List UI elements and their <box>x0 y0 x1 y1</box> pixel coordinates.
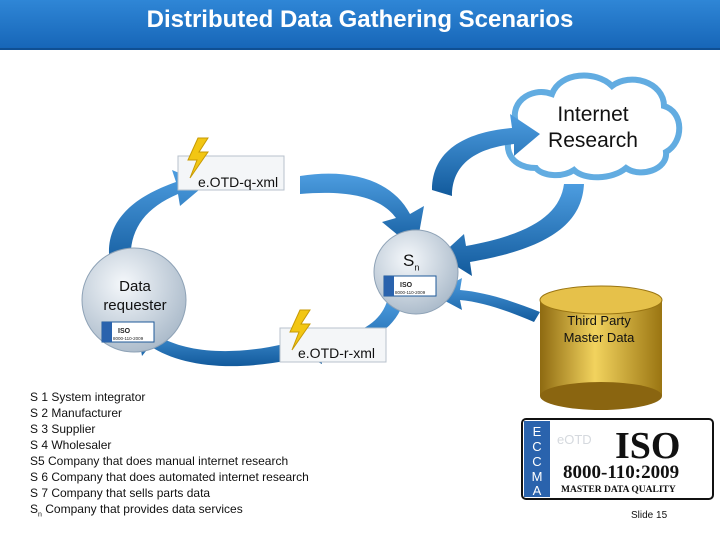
slide-number: Slide 15 <box>631 510 668 521</box>
request-message-label: e.OTD-q-xml <box>198 174 279 190</box>
sn-node: ISO 8000-110-2009 <box>373 229 459 315</box>
logo-letter: C <box>532 454 541 469</box>
data-requester-line: requester <box>103 297 167 314</box>
sn-badge-iso: ISO <box>400 282 413 289</box>
lightning-icon <box>187 137 209 179</box>
arrow-cloud-to-sn <box>440 184 584 276</box>
legend-item: S 2 Manufacturer <box>30 406 123 420</box>
logo-watermark: eOTD <box>557 432 592 447</box>
legend-sn-sub: n <box>38 511 42 519</box>
query-message-card <box>177 137 285 191</box>
logo-letter: A <box>533 483 542 498</box>
sn-badge-code: 8000-110-2009 <box>395 290 426 295</box>
data-requester-label: Data requester <box>92 277 178 315</box>
third-party-label: Third Party Master Data <box>553 312 645 346</box>
legend-item: Sn Company that provides data services <box>30 501 309 523</box>
lightning-icon <box>289 309 311 351</box>
response-message-label: e.OTD-r-xml <box>298 345 375 361</box>
arrow-response-to-requester <box>136 322 290 367</box>
legend-item: S 3 Supplier <box>30 422 96 436</box>
slide-title: Distributed Data Gathering Scenarios <box>146 6 574 33</box>
requester-badge-iso: ISO <box>118 328 131 335</box>
logo-iso: ISO <box>615 425 680 467</box>
third-party-line: Third Party <box>567 313 631 328</box>
legend-sn-text: Company that provides data services <box>41 502 243 516</box>
legend-item: S 7 Company that sells parts data <box>30 486 211 500</box>
internet-research-cloud <box>505 72 683 181</box>
legend: S 1 System integrator S 2 Manufacturer S… <box>30 389 309 523</box>
logo-standard: 8000-110:2009 <box>563 462 679 483</box>
data-requester-line: Data <box>119 278 151 295</box>
internet-research-line: Internet <box>557 103 629 126</box>
iso-8000-logo: E C C M A eOTD ISO 8000-110:2009 MASTER … <box>521 418 714 500</box>
internet-research-line: Research <box>548 129 638 152</box>
arrow-third-party-to-sn <box>432 278 540 322</box>
third-party-cylinder <box>539 285 663 410</box>
arrow-sn-to-cloud <box>432 114 540 196</box>
arrow-requester-to-query <box>108 170 206 272</box>
title-bar: Distributed Data Gathering Scenarios <box>0 0 720 50</box>
response-message-card <box>279 309 387 363</box>
data-requester-node: ISO 8000-110-2009 <box>81 247 187 353</box>
legend-sn: S <box>30 502 39 516</box>
logo-letter: M <box>532 469 543 484</box>
sn-label: Sn <box>403 251 419 272</box>
logo-letter: E <box>533 424 542 439</box>
legend-item: S5 Company that does manual internet res… <box>30 454 289 468</box>
sn-letter: S <box>403 251 415 270</box>
legend-item: S 1 System integrator <box>30 390 146 404</box>
sn-subscript: n <box>414 262 420 273</box>
logo-letter: C <box>532 439 541 454</box>
internet-research-label: Internet Research <box>538 102 648 154</box>
legend-item: S 4 Wholesaler <box>30 438 112 452</box>
requester-badge-code: 8000-110-2009 <box>113 336 144 341</box>
logo-tagline: MASTER DATA QUALITY <box>561 485 676 495</box>
third-party-line: Master Data <box>563 330 635 345</box>
legend-item: S 6 Company that does automated internet… <box>30 470 309 484</box>
arrow-query-to-sn <box>300 173 424 250</box>
